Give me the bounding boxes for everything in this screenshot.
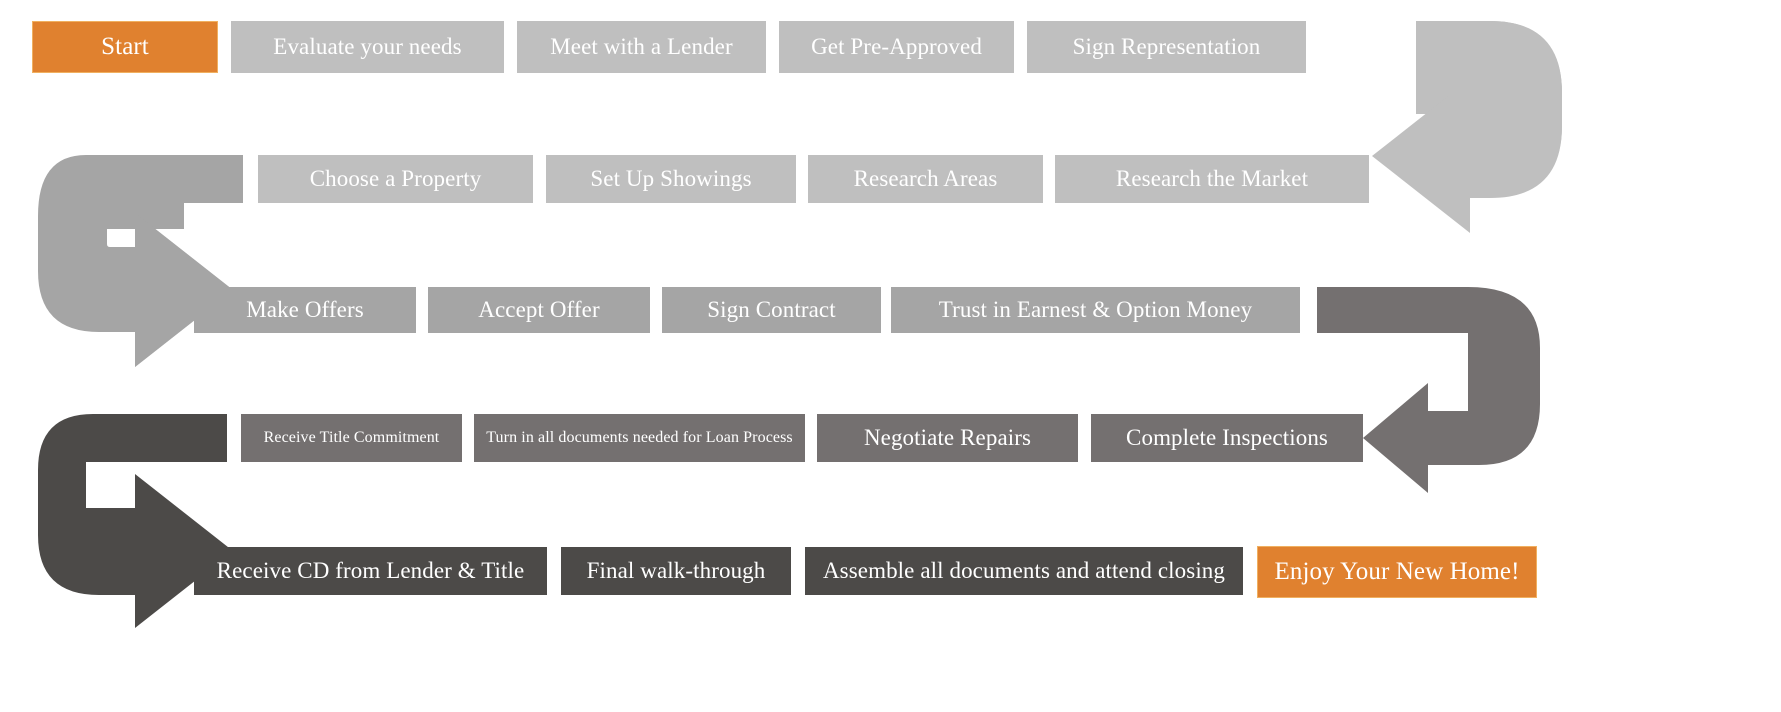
step-receive-cd-from-lender-and-title[interactable]: Receive CD from Lender & Title: [194, 547, 547, 595]
step-negotiate-repairs[interactable]: Negotiate Repairs: [817, 414, 1078, 462]
connector-row2-to-row3: [38, 155, 243, 367]
step-get-pre-approved[interactable]: Get Pre-Approved: [779, 21, 1014, 73]
step-sign-representation[interactable]: Sign Representation: [1027, 21, 1306, 73]
step-assemble-documents-attend-closing[interactable]: Assemble all documents and attend closin…: [805, 547, 1243, 595]
step-choose-a-property[interactable]: Choose a Property: [258, 155, 533, 203]
step-research-areas[interactable]: Research Areas: [808, 155, 1043, 203]
step-make-offers[interactable]: Make Offers: [194, 287, 416, 333]
step-enjoy-your-new-home[interactable]: Enjoy Your New Home!: [1257, 546, 1537, 598]
step-final-walk-through[interactable]: Final walk-through: [561, 547, 791, 595]
step-research-the-market[interactable]: Research the Market: [1055, 155, 1369, 203]
step-evaluate-your-needs[interactable]: Evaluate your needs: [231, 21, 504, 73]
step-receive-title-commitment[interactable]: Receive Title Commitment: [241, 414, 462, 462]
step-trust-in-earnest-and-option-money[interactable]: Trust in Earnest & Option Money: [891, 287, 1300, 333]
step-set-up-showings[interactable]: Set Up Showings: [546, 155, 796, 203]
step-sign-contract[interactable]: Sign Contract: [662, 287, 881, 333]
connector-row4-to-row5: [38, 414, 233, 628]
step-start[interactable]: Start: [32, 21, 218, 73]
step-meet-with-a-lender[interactable]: Meet with a Lender: [517, 21, 766, 73]
step-turn-in-loan-documents[interactable]: Turn in all documents needed for Loan Pr…: [474, 414, 805, 462]
connector-row3-to-row4: [1317, 287, 1540, 493]
step-complete-inspections[interactable]: Complete Inspections: [1091, 414, 1363, 462]
step-accept-offer[interactable]: Accept Offer: [428, 287, 650, 333]
